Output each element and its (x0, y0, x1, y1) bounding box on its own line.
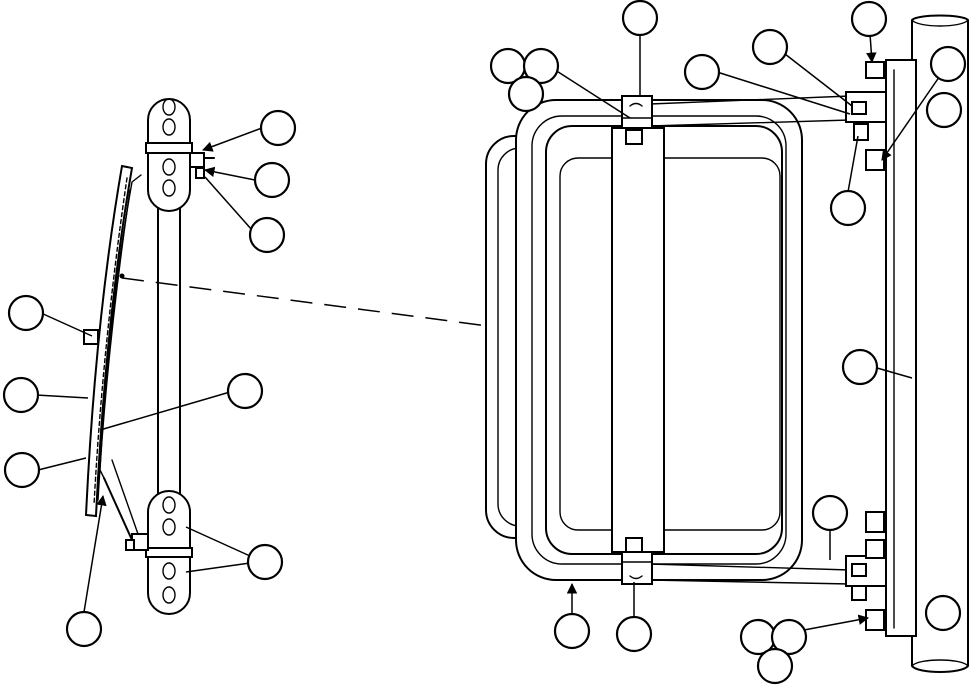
callout-balloon (756, 647, 794, 685)
callout-balloon (924, 594, 962, 632)
callout-balloon (615, 615, 653, 653)
upper-bolt-hardware (189, 152, 205, 168)
callout-balloon (925, 91, 963, 129)
upper-bolt-bottom (865, 149, 885, 171)
side-view-bracket (83, 98, 215, 615)
bottom-strap-clamp (621, 551, 653, 585)
callout-balloon (553, 612, 591, 650)
lower-bolt-top (865, 511, 885, 533)
callout-balloon (507, 75, 545, 113)
projection-dashed-line (121, 277, 489, 327)
top-strap-clamp (621, 95, 653, 129)
callout-balloon (811, 494, 849, 532)
front-view-mirror (485, 14, 969, 673)
callout-balloon (929, 45, 967, 83)
callout-balloon (253, 161, 291, 199)
lower-clamp-bottom (147, 556, 191, 615)
vertical-arm (157, 199, 181, 499)
callout-balloon (7, 294, 45, 332)
upper-clamp-bottom (147, 152, 191, 212)
callout-balloon (829, 189, 867, 227)
mirror-edge-view (84, 164, 134, 518)
callout-balloon (248, 216, 286, 254)
callout-balloon (522, 47, 560, 85)
callout-balloon (621, 0, 659, 37)
callout-balloon (2, 376, 40, 414)
callout-balloon (246, 543, 284, 581)
callout-balloon (850, 0, 888, 38)
callout-balloon (841, 348, 879, 386)
lower-bolt-bottom (865, 609, 885, 631)
callout-balloon (770, 618, 808, 656)
callout-balloon (751, 28, 789, 66)
callout-balloon (683, 53, 721, 91)
mirror-clip (83, 329, 99, 345)
upper-bolt-top (865, 61, 885, 79)
callout-balloon (65, 610, 103, 648)
leader-lines (35, 32, 945, 631)
center-mounting-strap (611, 127, 665, 553)
callout-balloon (3, 451, 41, 489)
callout-balloon (226, 372, 264, 410)
callout-balloon (259, 109, 297, 147)
upper-clamp-top (147, 98, 191, 144)
